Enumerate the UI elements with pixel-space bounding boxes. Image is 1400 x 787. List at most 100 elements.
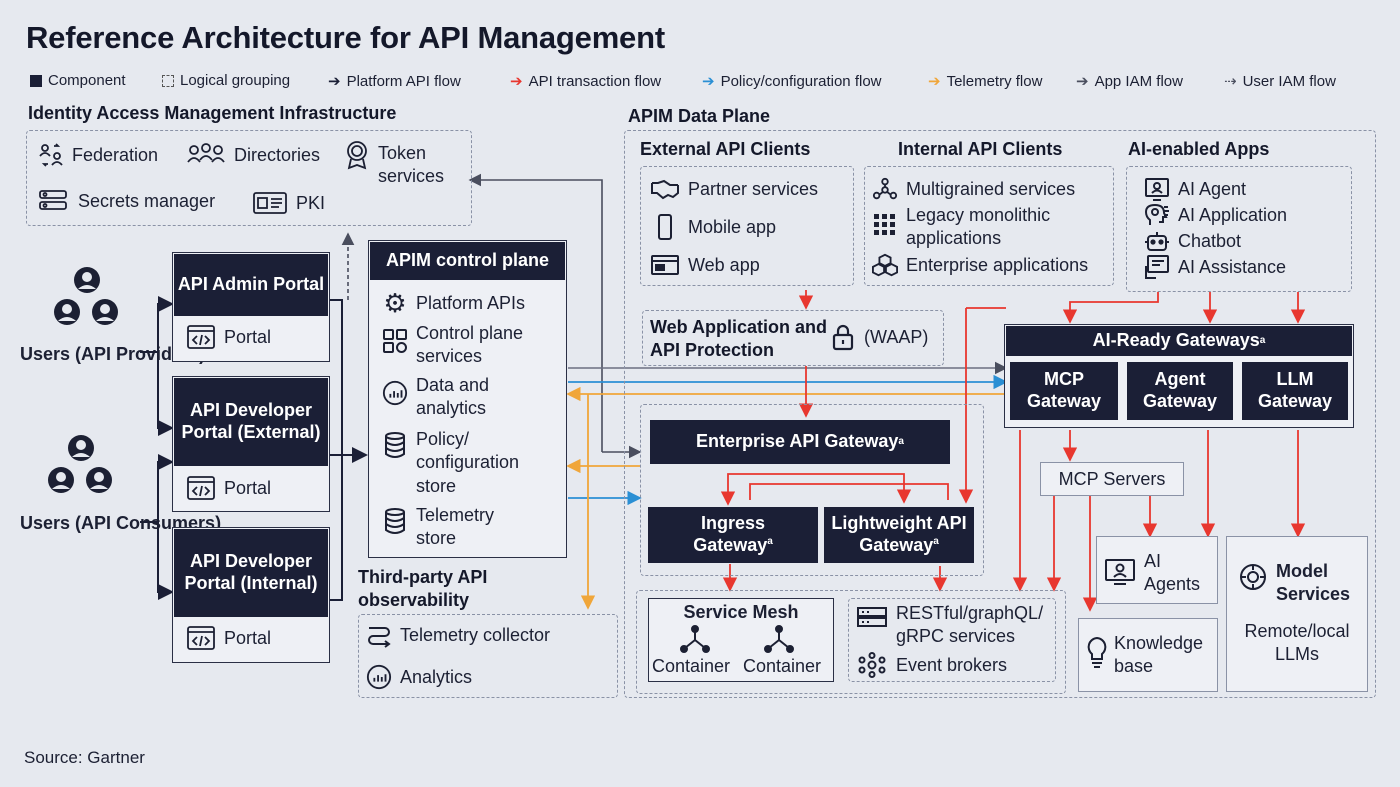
arrow-icon: ➔ bbox=[928, 73, 941, 90]
event-brokers-item: Event brokers bbox=[856, 652, 1007, 678]
api-dev-portal-external-title: API Developer Portal (External) bbox=[174, 378, 328, 466]
token-services-item: Token services bbox=[344, 141, 458, 187]
token-icon bbox=[344, 141, 370, 170]
directories-icon bbox=[186, 142, 226, 168]
database-icon bbox=[382, 432, 408, 458]
portal-label: Portal bbox=[224, 627, 272, 648]
arrow-icon: ➔ bbox=[702, 73, 715, 90]
services-group bbox=[848, 598, 1056, 682]
page-title: Reference Architecture for API Managemen… bbox=[26, 20, 665, 55]
ai-app-label: AI Application bbox=[1178, 204, 1288, 225]
cubes-icon bbox=[872, 252, 898, 278]
database-icon bbox=[382, 508, 408, 534]
pki-label: PKI bbox=[296, 192, 326, 213]
internal-portal-item: Portal bbox=[186, 625, 271, 651]
legend-label: API transaction flow bbox=[528, 72, 662, 90]
client-label: Partner services bbox=[688, 178, 819, 199]
external-portal-item: Portal bbox=[186, 475, 271, 501]
source-note: Source: Gartner bbox=[24, 748, 145, 767]
observability-group bbox=[358, 614, 618, 698]
external-clients-title: External API Clients bbox=[640, 139, 811, 159]
browser-window-icon bbox=[650, 252, 680, 278]
policy-store-item: Policy/ configuration store bbox=[382, 428, 546, 498]
waap-abbr-item: (WAAP) bbox=[830, 324, 929, 351]
apim-control-plane bbox=[368, 240, 567, 558]
ai-agents-label: AI Agents bbox=[1144, 551, 1201, 595]
telemetry-store-item: Telemetry store bbox=[382, 504, 526, 551]
waap-abbr-label: (WAAP) bbox=[864, 326, 929, 347]
ai-agent-item: AI Agent bbox=[1144, 176, 1246, 202]
footnote-mark: a bbox=[1259, 334, 1266, 346]
ai-assistance-item: AI Assistance bbox=[1144, 254, 1286, 280]
arrow-icon: ➔ bbox=[1076, 73, 1089, 90]
llm-gateway: LLM Gateway bbox=[1242, 362, 1348, 420]
ai-apps-title: AI-enabled Apps bbox=[1128, 139, 1270, 159]
legend-component: Component bbox=[30, 72, 126, 89]
service-mesh-title: Service Mesh bbox=[683, 602, 799, 622]
ingress-gateway-label: Ingress Gateway bbox=[693, 513, 768, 555]
enterprise-apps-item: Enterprise applications bbox=[872, 252, 1088, 278]
legend-label: User IAM flow bbox=[1242, 72, 1336, 90]
dashed-arrow-icon: ⇢ bbox=[1224, 73, 1237, 90]
code-window-icon bbox=[186, 625, 216, 651]
federation-item: Federation bbox=[38, 142, 158, 168]
ai-app-label: AI Agent bbox=[1178, 178, 1247, 199]
container-label: Container bbox=[743, 656, 822, 676]
pki-card-icon bbox=[252, 190, 288, 216]
legend-policy-flow: ➔ Policy/configuration flow bbox=[702, 72, 882, 91]
knowledge-base-label: Knowledge base bbox=[1114, 633, 1204, 677]
services-label: Event brokers bbox=[896, 654, 1008, 675]
legend-group: Logical grouping bbox=[162, 72, 290, 89]
users-consumers-label: Users (API Consumers) bbox=[20, 513, 222, 533]
secrets-manager-item: Secrets manager bbox=[38, 188, 215, 214]
agent-screen-icon bbox=[1104, 558, 1136, 591]
model-services-title: Model Services bbox=[1276, 561, 1351, 605]
ingress-gateway-label-wrap: Ingress Gatewaya bbox=[673, 513, 793, 557]
group-swatch-icon bbox=[162, 74, 174, 87]
waap-group bbox=[642, 310, 944, 366]
gateway-group bbox=[640, 404, 984, 576]
code-window-icon bbox=[186, 324, 216, 350]
ai-application-item: AI Application bbox=[1144, 202, 1287, 228]
container-network-icon bbox=[680, 624, 710, 659]
secrets-manager-icon bbox=[38, 188, 70, 214]
control-plane-item-label: Telemetry store bbox=[416, 505, 495, 549]
api-server-icon bbox=[856, 604, 888, 630]
ai-gateways-title-label: AI-Ready Gateways bbox=[1092, 330, 1260, 351]
brain-head-icon bbox=[1144, 202, 1170, 228]
legend-platform-flow: ➔Platform API flow bbox=[328, 72, 461, 91]
federation-label: Federation bbox=[72, 144, 159, 165]
service-mesh bbox=[648, 598, 834, 682]
control-plane-item-label: Platform APIs bbox=[416, 292, 526, 313]
mobile-app-item: Mobile app bbox=[650, 214, 776, 240]
client-label: Enterprise applications bbox=[906, 254, 1089, 275]
workload-group bbox=[636, 590, 1066, 694]
code-window-icon bbox=[186, 475, 216, 501]
data-plane-title: APIM Data Plane bbox=[628, 106, 771, 126]
mcp-servers: MCP Servers bbox=[1040, 462, 1184, 496]
observability-title: Third-party API observability bbox=[358, 567, 488, 610]
arrow-icon: ➔ bbox=[510, 73, 523, 90]
providers-avatar-group bbox=[52, 266, 122, 337]
legend-label: Policy/configuration flow bbox=[720, 72, 882, 90]
lightbulb-icon bbox=[1086, 636, 1108, 675]
component-swatch-icon bbox=[30, 74, 42, 87]
analytics-gauge-icon bbox=[382, 380, 408, 406]
control-plane-title: APIM control plane bbox=[370, 242, 565, 280]
waap-title: Web Application and API Protection bbox=[650, 317, 828, 361]
admin-portal-item: Portal bbox=[186, 324, 271, 350]
client-label: Multigrained services bbox=[906, 178, 1076, 199]
api-admin-portal-title: API Admin Portal bbox=[174, 254, 328, 316]
agent-gateway: Agent Gateway bbox=[1127, 362, 1233, 420]
enterprise-gateway-label: Enterprise API Gateway bbox=[696, 431, 899, 452]
arrow-icon: ➔ bbox=[328, 73, 341, 90]
internal-clients-group bbox=[864, 166, 1114, 286]
container-network-icon bbox=[764, 624, 794, 659]
web-app-item: Web app bbox=[650, 252, 760, 278]
token-services-label: Token services bbox=[378, 143, 445, 186]
user-group-icon bbox=[48, 435, 112, 493]
analytics-item: Analytics bbox=[366, 664, 472, 690]
lightweight-gateway-label: Lightweight API Gateway bbox=[831, 513, 967, 555]
